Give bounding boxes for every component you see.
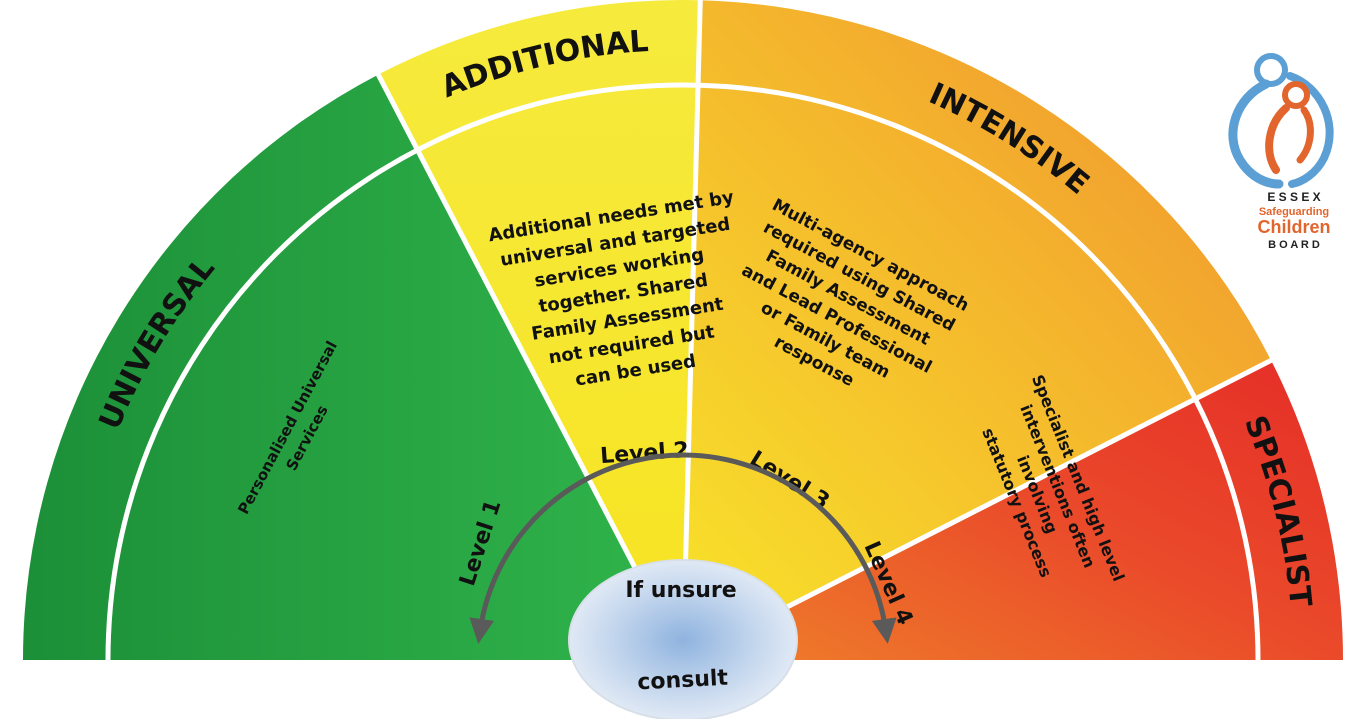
inner-ring-divider — [105, 82, 1261, 661]
essex-safeguarding-children-board-logo: E S S E X Safeguarding Children B O A R … — [1228, 53, 1334, 251]
additional-band — [378, 0, 701, 576]
universal-band — [23, 74, 640, 660]
logo-line-2: Safeguarding — [1259, 206, 1329, 218]
if-unsure-consult-button — [568, 559, 798, 719]
intensive-band — [685, 0, 1272, 617]
center-line-2: consult — [637, 666, 729, 696]
sector-divider-line — [766, 356, 1276, 620]
sector-dividers — [374, 0, 1276, 620]
sector-divider-line — [682, 0, 703, 566]
logo-line-1: E S S E X — [1267, 190, 1320, 204]
logo-line-3: Children — [1257, 217, 1330, 237]
specialist-band — [767, 360, 1343, 660]
center-line-1: If unsure — [625, 578, 736, 603]
logo-line-4: B O A R D — [1268, 239, 1320, 251]
consult-arrow — [469, 452, 897, 644]
family-figures-icon — [1228, 53, 1334, 189]
sector-divider-line — [374, 69, 642, 577]
